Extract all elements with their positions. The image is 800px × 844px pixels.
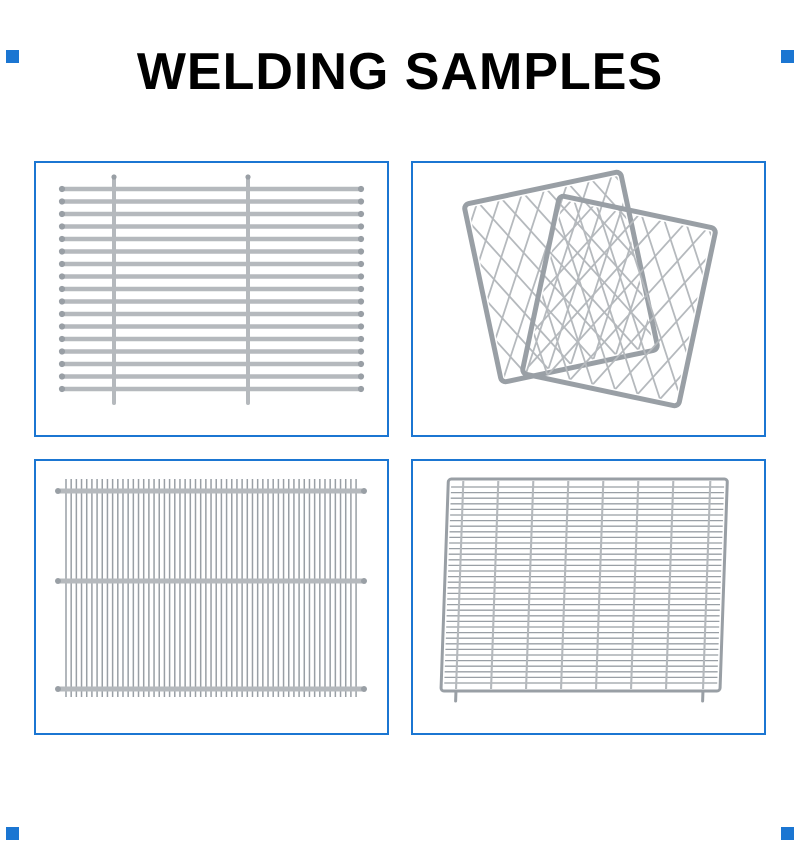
corner-decoration-bottom-left [6,827,19,840]
overlapping-mesh-frames-image [413,163,764,435]
vertical-rod-grate-image [36,461,387,733]
page-title: WELDING SAMPLES [0,44,800,101]
wire-mesh-tray-image [413,461,764,733]
panel-overlapping-mesh-frames [411,161,766,437]
panel-horizontal-rod-grate [34,161,389,437]
sample-grid [34,161,766,735]
horizontal-rod-grate-image [36,163,387,435]
corner-decoration-bottom-right [781,827,794,840]
panel-wire-mesh-tray [411,459,766,735]
panel-vertical-rod-grate [34,459,389,735]
corner-decoration-top-left [6,50,19,63]
corner-decoration-top-right [781,50,794,63]
